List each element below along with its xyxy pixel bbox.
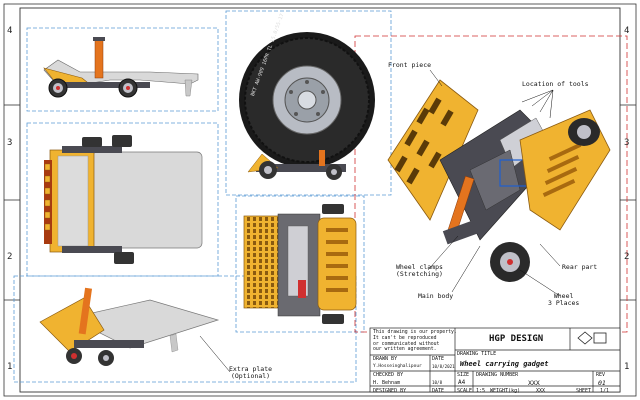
- callout-wheel-line2: 3 Places: [548, 299, 580, 308]
- notice-line-2: It can't be reproduced: [373, 335, 437, 341]
- designed-by-label: DESIGNED BY: [373, 388, 407, 394]
- callout-wheel-line1: Wheel: [553, 292, 574, 300]
- designed-date-label: DATE: [432, 388, 445, 394]
- leader-lines: [199, 69, 561, 373]
- callout-wheel-clamps-line1: Wheel clamps: [396, 263, 443, 271]
- notice-line-4: our written agreement.: [373, 347, 437, 353]
- tire-view: [239, 32, 375, 180]
- drawing-number-label: DRAWING NUMBER: [476, 372, 519, 378]
- size-label: SIZE: [457, 372, 470, 378]
- callout-extra-plate-line1: Extra plate: [229, 365, 273, 373]
- rev-value: 01: [598, 379, 606, 387]
- drawing-number-value: XXX: [528, 379, 540, 387]
- zone-label-left-3: 3: [7, 138, 13, 148]
- zone-label-left-2: 2: [7, 252, 13, 262]
- notice-line-1: This drawing is our property.: [373, 330, 457, 335]
- zone-label-right-2: 2: [624, 252, 630, 262]
- scale-value: 1:5: [476, 388, 486, 394]
- drawn-date-label: DATE: [432, 356, 445, 362]
- checked-by-value: H. Behnam: [373, 380, 401, 386]
- company-name: HGP DESIGN: [489, 334, 544, 344]
- callout-wheel-clamps: Wheel clamps (Stretching): [396, 263, 443, 279]
- callout-extra-plate-line2: (Optional): [230, 372, 271, 381]
- rev-label: REV: [596, 372, 606, 378]
- callout-location-of-tools: Location of tools: [522, 80, 589, 88]
- drawn-by-value: Y.Hosseinghalipour: [373, 364, 422, 369]
- callout-extra-plate: Extra plate (Optional): [229, 365, 273, 381]
- weight-label: WEIGHT(kg): [490, 388, 521, 394]
- drawn-date-value: 10/8/2021: [432, 364, 455, 369]
- ownership-notice: This drawing is our property. It can't b…: [373, 330, 457, 353]
- callout-wheel: Wheel 3 Places: [548, 292, 580, 308]
- checked-date-value: 10/8: [432, 380, 443, 385]
- zone-label-left-4: 4: [7, 26, 13, 36]
- top-view: [44, 135, 203, 264]
- zone-label-right-4: 4: [624, 26, 630, 36]
- isometric-view: [387, 79, 611, 282]
- plate-view: [39, 287, 220, 366]
- callout-wheel-clamps-line2: (Stretching): [396, 270, 443, 279]
- company-logo-icon: [577, 331, 607, 345]
- drawing-title-label: DRAWING TITLE: [457, 351, 497, 357]
- zone-label-left-1: 1: [7, 362, 13, 372]
- drawing-title: Wheel carrying gadget: [460, 360, 549, 368]
- scale-label: SCALE: [457, 388, 473, 394]
- notice-line-3: or communicated without: [373, 341, 440, 347]
- callout-front-piece: Front piece: [388, 61, 432, 69]
- zone-label-right-3: 3: [624, 138, 630, 148]
- sheet-label: SHEET: [576, 388, 592, 394]
- callout-main-body: Main body: [418, 292, 454, 300]
- side-view: [43, 37, 199, 98]
- front-view: [243, 204, 357, 324]
- size-value: A4: [458, 379, 466, 386]
- drawn-by-label: DRAWN BY: [373, 356, 398, 362]
- sheet-value: 1/1: [600, 388, 610, 394]
- checked-by-label: CHECKED BY: [373, 372, 404, 378]
- weight-value: XXX: [536, 388, 546, 394]
- zone-label-right-1: 1: [624, 362, 630, 372]
- sheet-frame: [3, 3, 637, 397]
- callout-rear-part: Rear part: [562, 263, 598, 271]
